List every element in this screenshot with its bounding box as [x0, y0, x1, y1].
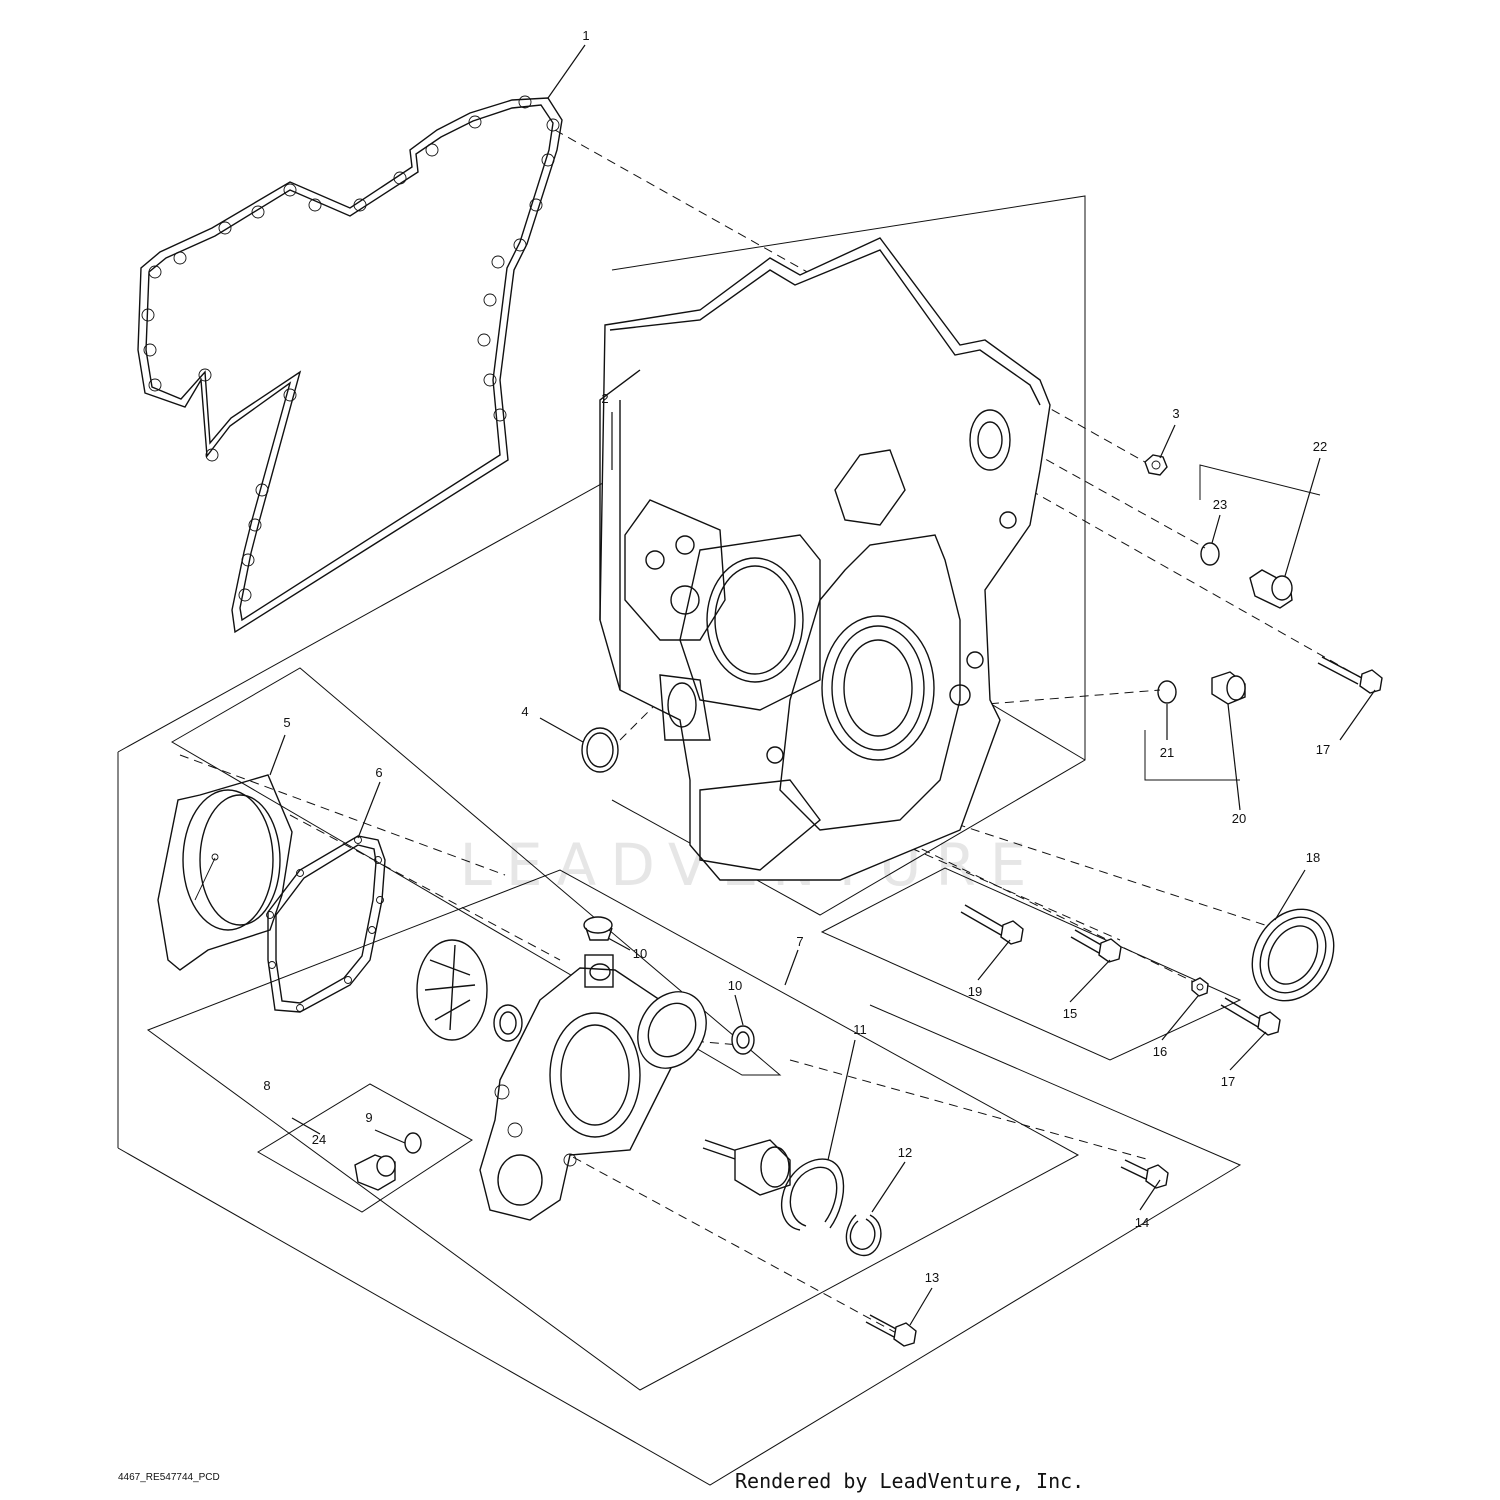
callout-4: 4 [521, 704, 528, 719]
callout-8: 8 [263, 1078, 270, 1093]
part-3-nut [1144, 454, 1168, 476]
part-10-fitting-right [731, 1025, 755, 1055]
part-21-o-ring [1157, 680, 1177, 704]
callout-10-right: 10 [728, 978, 742, 993]
callout-1: 1 [582, 28, 589, 43]
callout-labels: 1 2 3 22 23 4 17 21 20 18 5 6 7 10 10 19… [263, 28, 1330, 1285]
part-22-plug [1249, 569, 1293, 609]
impeller [416, 939, 488, 1041]
callout-19: 19 [968, 984, 982, 999]
part-1-gasket [137, 95, 563, 634]
part-6-gasket [266, 835, 386, 1013]
part-9-o-ring [404, 1132, 422, 1154]
part-17-bolt-lower [1220, 997, 1281, 1036]
part-7-water-pump-housing [479, 954, 681, 1221]
bearing-small [493, 1004, 523, 1042]
part-16-washer [1191, 977, 1209, 997]
callout-24: 24 [312, 1132, 326, 1147]
callout-2: 2 [601, 391, 608, 406]
part-18-seal [1251, 908, 1335, 1002]
callout-5: 5 [283, 715, 290, 730]
callout-15: 15 [1063, 1006, 1077, 1021]
part-4-o-ring [581, 727, 619, 773]
callout-23: 23 [1213, 497, 1227, 512]
callout-12: 12 [898, 1145, 912, 1160]
callout-21: 21 [1160, 745, 1174, 760]
callout-13: 13 [925, 1270, 939, 1285]
part-17-bolt-upper [1317, 656, 1383, 694]
part-19-bolt [960, 904, 1024, 945]
drawing-code: 4467_RE547744_PCD [118, 1472, 220, 1483]
callout-9: 9 [365, 1110, 372, 1125]
pump-shaft [702, 1139, 791, 1196]
part-14-bolt [1120, 1159, 1169, 1189]
callout-22: 22 [1313, 439, 1327, 454]
callout-17-lower: 17 [1221, 1074, 1235, 1089]
part-12-retaining-ring [845, 1214, 882, 1256]
callout-6: 6 [375, 765, 382, 780]
callout-11: 11 [853, 1022, 867, 1037]
callout-16: 16 [1153, 1044, 1167, 1059]
leader-lines [269, 44, 1376, 1326]
part-13-bolt [865, 1314, 917, 1347]
callout-3: 3 [1172, 406, 1179, 421]
callout-14: 14 [1135, 1215, 1149, 1230]
part-24-plug [354, 1154, 396, 1191]
part-23-o-ring [1200, 542, 1220, 566]
callout-10-upper: 10 [633, 946, 647, 961]
part-20-plug [1211, 671, 1246, 705]
part-11-snap-ring [780, 1158, 845, 1231]
callout-17-upper: 17 [1316, 742, 1330, 757]
rendered-by-footer: Rendered by LeadVenture, Inc. [735, 1469, 1084, 1493]
part-15-bolt [1070, 929, 1122, 963]
part-5-plate [157, 774, 293, 971]
callout-18: 18 [1306, 850, 1320, 865]
callout-7: 7 [796, 934, 803, 949]
bearing-large [637, 991, 707, 1069]
callout-20: 20 [1232, 811, 1246, 826]
part-10-fitting-upper [583, 916, 613, 941]
part-2-timing-cover [599, 237, 1051, 881]
